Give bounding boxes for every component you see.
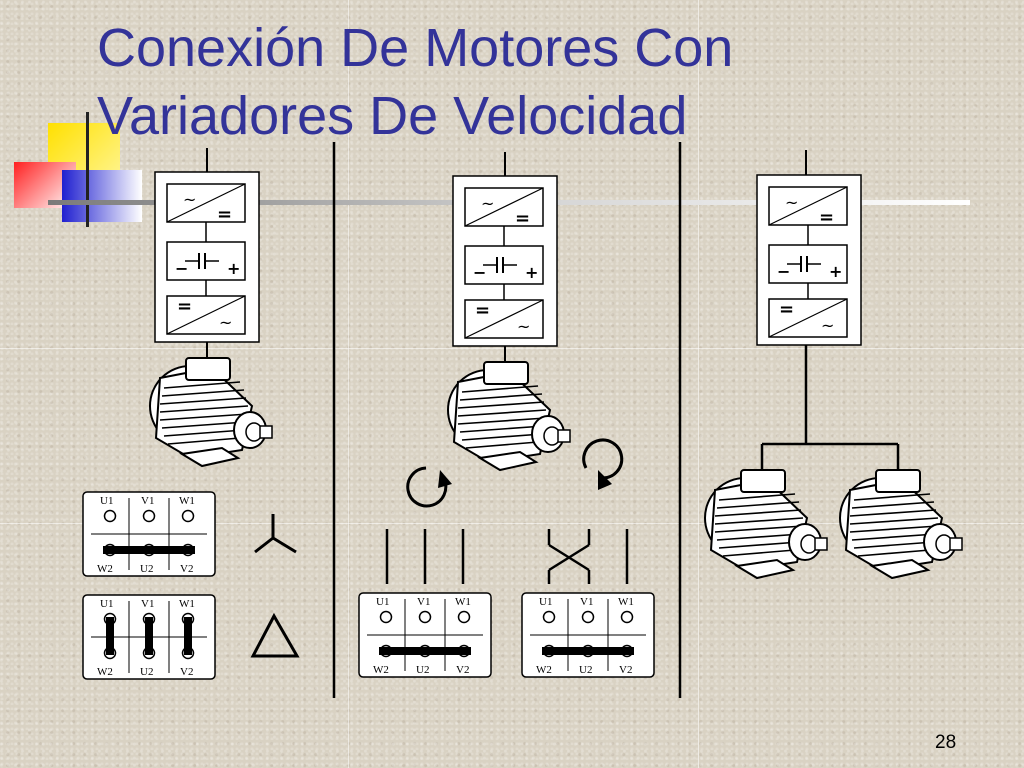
delta-icon (250, 612, 300, 658)
ac-symbol: ~ (481, 194, 494, 213)
terminal-label: U2 (140, 563, 153, 575)
terminal-label: W2 (536, 664, 552, 676)
terminal-label: U1 (376, 596, 389, 608)
minus-symbol: − (473, 263, 486, 282)
dc-symbol: = (475, 300, 490, 321)
ac-symbol: ~ (219, 313, 232, 332)
terminal-label: V2 (456, 664, 469, 676)
motor-icon (149, 357, 273, 467)
dc-symbol: = (779, 299, 794, 320)
grid-line (698, 0, 699, 768)
terminal-label: V1 (580, 596, 593, 608)
terminal-label: V1 (417, 596, 430, 608)
minus-symbol: − (175, 259, 188, 278)
terminal-label: V2 (180, 563, 193, 575)
terminal-label: U2 (579, 664, 592, 676)
terminal-label: W1 (455, 596, 471, 608)
frequency-converter: ~ = − + = ~ (154, 171, 260, 343)
dc-symbol: = (177, 296, 192, 317)
terminal-label: W2 (97, 666, 113, 678)
plus-symbol: + (525, 263, 538, 282)
terminal-box-delta: U1 V1 W1 W2 U2 V2 (82, 594, 216, 680)
rotation-counterclockwise-icon (582, 438, 624, 490)
motor-icon (447, 361, 571, 471)
terminal-label: W1 (179, 598, 195, 610)
grid-line (348, 0, 349, 768)
page-title: Conexión De Motores Con Variadores De Ve… (97, 14, 857, 150)
minus-symbol: − (777, 262, 790, 281)
parallel-feed-lines (760, 345, 900, 470)
phase-lines-swapped (547, 529, 629, 584)
title-line-1: Conexión De Motores Con (97, 18, 734, 78)
terminal-label: U1 (100, 495, 113, 507)
terminal-label: V1 (141, 598, 154, 610)
terminal-label: V2 (619, 664, 632, 676)
decor-blue-square (62, 170, 142, 222)
phase-lines-direct (385, 529, 465, 584)
terminal-box-star: U1 V1 W1 W2 U2 V2 (82, 491, 216, 577)
terminal-box-swapped: U1 V1 W1 W2 U2 V2 (521, 592, 655, 678)
terminal-label: U1 (539, 596, 552, 608)
motor-icon (704, 469, 828, 579)
frequency-converter: ~ = − + = ~ (452, 175, 558, 347)
terminal-label: V1 (141, 495, 154, 507)
column-1: ~ = − + = ~ U1 V1 W1 W2 U2 V2 (82, 148, 300, 680)
frequency-converter: ~ = − + = ~ (756, 174, 862, 346)
ac-symbol: ~ (821, 316, 834, 335)
grid-line (0, 348, 1024, 349)
terminal-label: W1 (179, 495, 195, 507)
terminal-label: U1 (100, 598, 113, 610)
decor-vertical-line (86, 112, 89, 227)
dc-symbol: = (515, 208, 530, 229)
title-line-2: Variadores De Velocidad (97, 86, 688, 146)
dc-symbol: = (819, 207, 834, 228)
rotation-clockwise-icon (406, 466, 452, 508)
terminal-box-direct: U1 V1 W1 W2 U2 V2 (358, 592, 492, 678)
terminal-label: W2 (97, 563, 113, 575)
star-icon (254, 514, 297, 554)
terminal-label: W2 (373, 664, 389, 676)
dc-symbol: = (217, 204, 232, 225)
ac-symbol: ~ (785, 193, 798, 212)
ac-symbol: ~ (517, 317, 530, 336)
ac-symbol: ~ (183, 190, 196, 209)
terminal-label: U2 (416, 664, 429, 676)
column-2: ~ = − + = ~ (358, 152, 655, 678)
column-3: ~ = − + = ~ (704, 150, 963, 579)
motor-icon (839, 469, 963, 579)
terminal-label: W1 (618, 596, 634, 608)
terminal-label: V2 (180, 666, 193, 678)
terminal-label: U2 (140, 666, 153, 678)
plus-symbol: + (829, 262, 842, 281)
grid-line (0, 523, 1024, 524)
plus-symbol: + (227, 259, 240, 278)
page-number: 28 (935, 732, 957, 753)
